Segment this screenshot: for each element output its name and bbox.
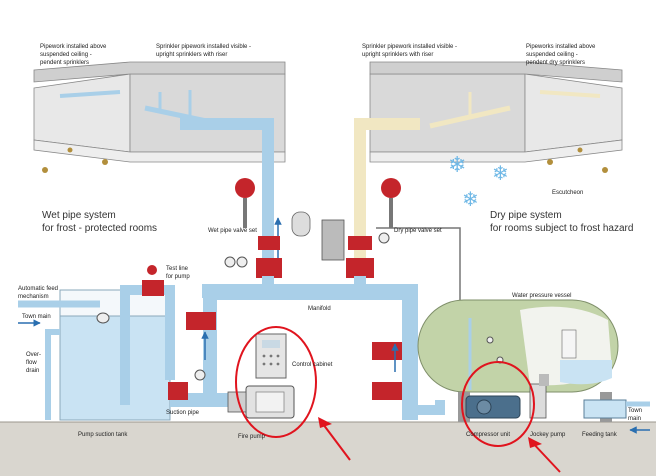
label-water-pressure-vessel: Water pressure vessel (512, 293, 571, 299)
fire-pump (227, 385, 295, 419)
dry-pipe-valve-set (321, 219, 461, 330)
ceiling-left (33, 61, 286, 173)
valve-gauge-left (235, 178, 255, 228)
label-pump-suction-tank: Pump suction tank (78, 432, 128, 438)
label-control-cabinet: Control cabinet (292, 362, 333, 368)
label-test-line: Test line for pump (166, 266, 190, 280)
label-pipework-left: Pipework installed above suspended ceili… (40, 44, 108, 66)
overflow-drain-pipe (45, 329, 60, 420)
svg-text:❄: ❄ (448, 153, 466, 178)
control-cabinet (255, 333, 287, 379)
label-automatic-feed: Automatic feed mechanism (18, 286, 60, 300)
wet-pipe-valve-set (224, 211, 311, 278)
label-overflow-drain: Over- flow drain (26, 352, 43, 374)
water-pressure-vessel (417, 299, 619, 393)
label-feeding-tank: Feeding tank (582, 432, 618, 438)
svg-text:❄: ❄ (462, 187, 479, 211)
label-manifold: Manifold (308, 306, 331, 312)
annotation-arrow-fire-pump (319, 419, 351, 461)
snowflake-icons: ❄ ❄ ❄ (448, 153, 509, 211)
label-suction-pipe: Suction pipe (166, 410, 200, 416)
ceiling-right (369, 61, 623, 173)
annotation-circle-fire-pump (235, 326, 317, 438)
wet-system-title: Wet pipe system for frost - protected ro… (42, 210, 157, 234)
valve-gauge-right (381, 178, 401, 228)
label-compressor-unit: Compressor unit (466, 432, 510, 438)
svg-text:❄: ❄ (492, 161, 509, 185)
label-town-main-right: Town main (628, 408, 644, 422)
label-sprinkler-left: Sprinkler pipework installed visible - u… (156, 44, 253, 58)
label-wet-valve-set: Wet pipe valve set (208, 228, 257, 234)
compressor-unit (465, 395, 521, 419)
label-fire-pump: Fire pump (238, 434, 266, 440)
annotation-circle-compressor (461, 361, 535, 447)
pump-suction-tank (59, 289, 171, 421)
dry-system-title: Dry pipe system for rooms subject to fro… (490, 210, 633, 234)
label-dry-valve-set: Dry pipe valve set (394, 228, 442, 234)
feeding-tank (583, 399, 627, 419)
label-pipework-right: Pipeworks installed above suspended ceil… (526, 44, 597, 66)
label-town-main-left: Town main (22, 314, 51, 320)
label-sprinkler-right: Sprinkler pipework installed visible - u… (362, 44, 459, 58)
label-jockey-pump: Jockey pump (530, 432, 566, 438)
label-escutcheon: Escutcheon (552, 190, 583, 196)
